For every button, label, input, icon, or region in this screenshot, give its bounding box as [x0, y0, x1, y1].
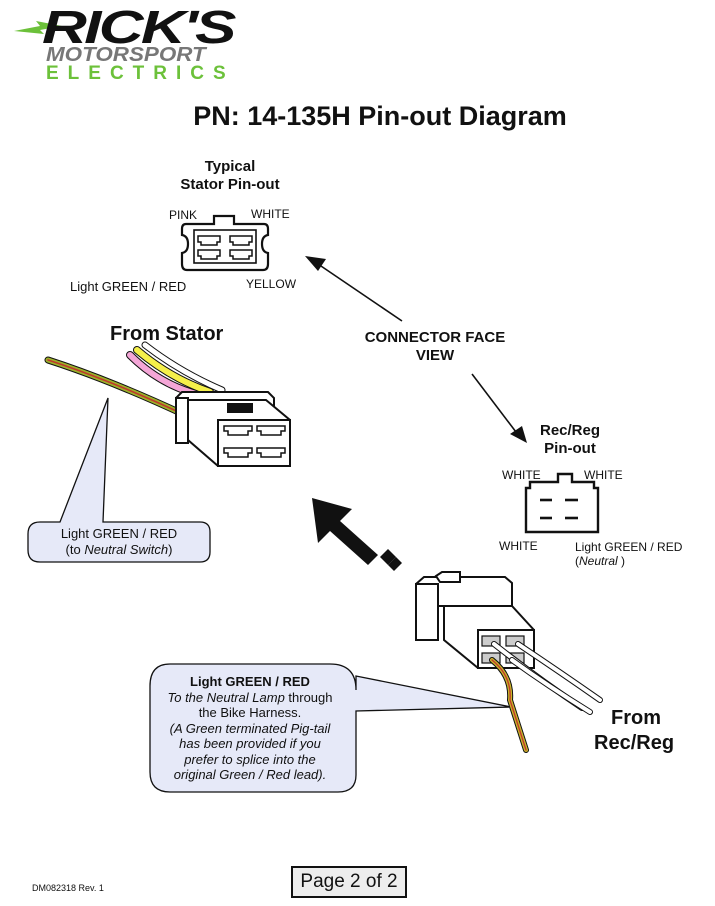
recreg-pin-light-green-red: Light GREEN / RED — [575, 540, 683, 554]
arrow-to-recreg-face — [471, 373, 527, 443]
recreg-callout-line-2: the Bike Harness. — [198, 705, 302, 720]
stator-pin-pink: PINK — [169, 208, 198, 222]
recreg-callout-line-1: To the Neutral Lamp through — [150, 690, 350, 706]
document-id: DM082318 Rev. 1 — [32, 883, 104, 893]
recreg-pin-white-top-left: WHITE — [502, 468, 541, 482]
recreg-callout-text: Light GREEN / RED To the Neutral Lamp th… — [150, 674, 350, 783]
stator-callout-bubble — [27, 397, 211, 563]
recreg-callout-italic: To the Neutral Lamp — [167, 689, 285, 705]
stator-connector — [175, 391, 291, 467]
stator-callout-line-1: Light GREEN / RED — [60, 526, 178, 541]
recreg-wires — [489, 641, 603, 753]
recreg-note-italic: Neutral — [579, 554, 618, 568]
from-recreg-label-2: Rec/Reg — [594, 732, 675, 754]
recreg-callout-suffix: through — [284, 689, 333, 705]
mating-direction-arrow — [312, 498, 402, 571]
recreg-callout-line-4: has been provided if you — [179, 736, 321, 751]
from-recreg-label-1: From — [611, 707, 661, 729]
logo-lightning-icon — [14, 21, 62, 34]
recreg-pin-white-top-right: WHITE — [584, 468, 623, 482]
recreg-callout-line-5: prefer to splice into the — [184, 751, 316, 767]
logo-motorsport: MOTORSPORT — [46, 44, 206, 66]
stator-pin-yellow: YELLOW — [246, 277, 297, 291]
recreg-note-prefix: ( — [575, 554, 579, 568]
recreg-callout-line-3: (A Green terminated Pig-tail — [169, 720, 331, 736]
stator-callout-italic: Neutral Switch — [84, 541, 169, 557]
recreg-note-suffix: ) — [617, 554, 626, 568]
recreg-pinout-heading-2: Pin-out — [544, 440, 596, 457]
stator-pin-light-green-red: Light GREEN / RED — [70, 279, 187, 294]
recreg-connector — [415, 571, 535, 669]
stator-callout-suffix: ) — [168, 541, 173, 557]
from-stator-label: From Stator — [110, 323, 224, 345]
recreg-callout-bubble — [149, 663, 512, 793]
stator-callout-line-2: (to Neutral Switch) — [28, 542, 210, 558]
stator-pin-white: WHITE — [251, 207, 290, 221]
logo-ricks: RICK'S — [42, 1, 236, 53]
recreg-face-connector — [524, 472, 600, 534]
stator-callout-prefix: (to — [65, 541, 85, 557]
stator-callout-text: Light GREEN / RED (to Neutral Switch) — [28, 526, 210, 557]
logo-electrics: ELECTRICS — [46, 63, 235, 84]
recreg-pin-white-bottom-left: WHITE — [499, 539, 538, 553]
stator-pinout-heading-1: Typical — [204, 158, 256, 175]
recreg-callout-heading: Light GREEN / RED — [190, 674, 310, 689]
recreg-pin-neutral-note: (Neutral ) — [575, 554, 625, 568]
connector-face-view-label-1: CONNECTOR FACE — [364, 329, 506, 346]
recreg-callout-line-6: original Green / Red lead). — [173, 767, 327, 782]
stator-pinout-heading-2: Stator Pin-out — [180, 176, 280, 193]
arrow-to-stator-face — [305, 256, 403, 322]
page-indicator: Page 2 of 2 — [291, 866, 407, 898]
recreg-pinout-heading-1: Rec/Reg — [539, 422, 601, 439]
stator-face-connector — [180, 214, 270, 272]
connector-face-view-label-2: VIEW — [415, 347, 455, 364]
page-title: PN: 14-135H Pin-out Diagram — [193, 101, 567, 131]
